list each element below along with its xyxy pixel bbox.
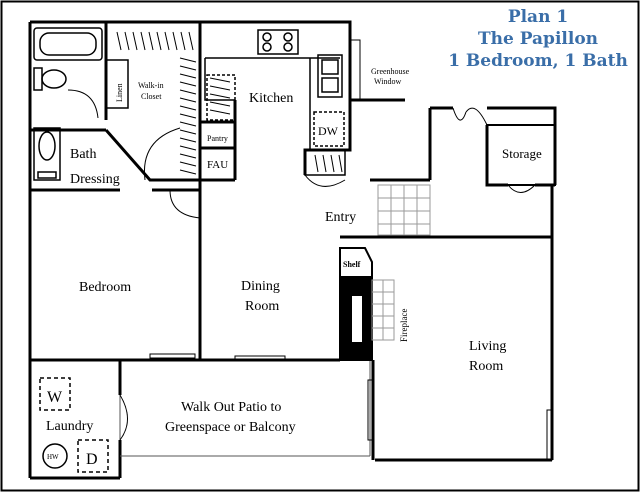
label-bath: Bath [70,147,96,162]
label-fireplace: Fireplace [399,309,409,342]
label-dining-1: Dining [241,279,280,294]
label-shelf: Shelf [343,260,361,269]
label-closet-1: Walk-in [138,81,164,90]
laundry-appliances [39,377,109,473]
greenhouse-window [350,39,361,100]
label-dressing: Dressing [70,172,120,187]
label-pantry: Pantry [207,134,228,143]
plan-model: The Papillon [477,29,599,49]
label-bedroom: Bedroom [79,280,131,295]
bathtub [33,27,103,61]
label-storage: Storage [502,146,542,161]
linen-closet [105,59,129,109]
label-kitchen: Kitchen [249,91,293,106]
bath-sink [33,127,61,181]
pantry-shelves [209,77,343,173]
label-living-2: Room [469,359,503,374]
label-dining-2: Room [245,299,279,314]
sliding-doors [149,353,553,461]
toilet [33,67,67,91]
plan-title-block: Plan 1 The Papillon 1 Bedroom, 1 Bath [440,6,636,72]
label-closet-2: Closet [141,92,162,101]
label-living-1: Living [469,339,506,354]
label-linen: Linen [115,83,124,102]
walls [28,20,557,480]
plan-name: Plan 1 [507,7,569,27]
label-fau: FAU [207,159,228,171]
label-entry: Entry [325,210,356,225]
entry-tile [377,184,431,236]
label-water-heater: HW [47,453,59,461]
label-dryer: D [86,451,98,468]
label-washer: W [47,389,63,406]
door-swings [67,89,536,441]
fireplace [339,247,395,361]
label-greenhouse-2: Window [374,77,401,86]
label-laundry: Laundry [46,419,93,434]
label-patio-1: Walk Out Patio to [181,400,281,415]
label-patio-2: Greenspace or Balcony [165,420,296,435]
label-greenhouse-1: Greenhouse [371,67,410,76]
kitchen-counters [204,29,346,176]
plan-size: 1 Bedroom, 1 Bath [448,51,628,71]
storage-closet [486,124,556,186]
closet-rods [116,31,197,175]
label-dw: DW [318,124,339,138]
